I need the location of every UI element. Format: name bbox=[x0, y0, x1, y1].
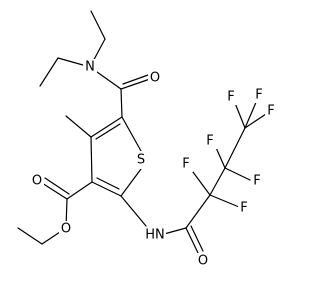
atom-label-f7: F bbox=[267, 104, 274, 119]
atom-label-o-ester: O bbox=[61, 222, 71, 237]
bond bbox=[244, 99, 258, 129]
bond bbox=[44, 177, 70, 195]
bond bbox=[244, 113, 267, 129]
atom-label-f1: F bbox=[182, 157, 189, 172]
bond bbox=[120, 78, 151, 90]
atom-label-f6: F bbox=[255, 88, 262, 103]
atom-label-o-amide: O bbox=[150, 71, 160, 86]
bond bbox=[17, 227, 43, 245]
atom-label-n-amide: N bbox=[85, 60, 95, 75]
atom-label-f4: F bbox=[253, 174, 260, 189]
bond bbox=[121, 116, 142, 152]
bond bbox=[224, 127, 246, 169]
bond bbox=[122, 74, 149, 85]
bond bbox=[185, 194, 211, 229]
molecule-drawing: N O S O O HN O F F F F F F F bbox=[17, 10, 275, 269]
bond bbox=[209, 167, 226, 196]
bond bbox=[91, 181, 122, 197]
bond bbox=[163, 227, 187, 235]
bond bbox=[90, 116, 123, 138]
bond bbox=[185, 227, 200, 256]
bond bbox=[120, 195, 147, 227]
bond bbox=[95, 123, 121, 140]
bond bbox=[120, 88, 123, 118]
bond bbox=[190, 225, 204, 252]
structure-svg: N O S O O HN O F F F F F F F bbox=[17, 10, 275, 269]
bond bbox=[234, 102, 246, 129]
atom-label-s-ring: S bbox=[137, 153, 145, 168]
bond bbox=[66, 181, 93, 200]
atom-label-o-acyl: O bbox=[198, 254, 208, 269]
bond bbox=[209, 194, 240, 208]
bond bbox=[189, 167, 211, 196]
atom-label-f2: F bbox=[240, 201, 247, 216]
bond bbox=[65, 115, 92, 138]
bond bbox=[41, 182, 68, 200]
atom-label-o-ester-carbonyl: O bbox=[32, 174, 42, 189]
atom-label-f5: F bbox=[227, 90, 234, 105]
bond bbox=[90, 136, 93, 183]
bond bbox=[90, 10, 106, 40]
bond bbox=[120, 168, 142, 197]
atom-label-f3: F bbox=[206, 134, 213, 149]
bond bbox=[39, 57, 59, 87]
bond bbox=[96, 177, 120, 190]
atom-label-nh: HN bbox=[145, 228, 165, 243]
bond bbox=[224, 167, 251, 181]
